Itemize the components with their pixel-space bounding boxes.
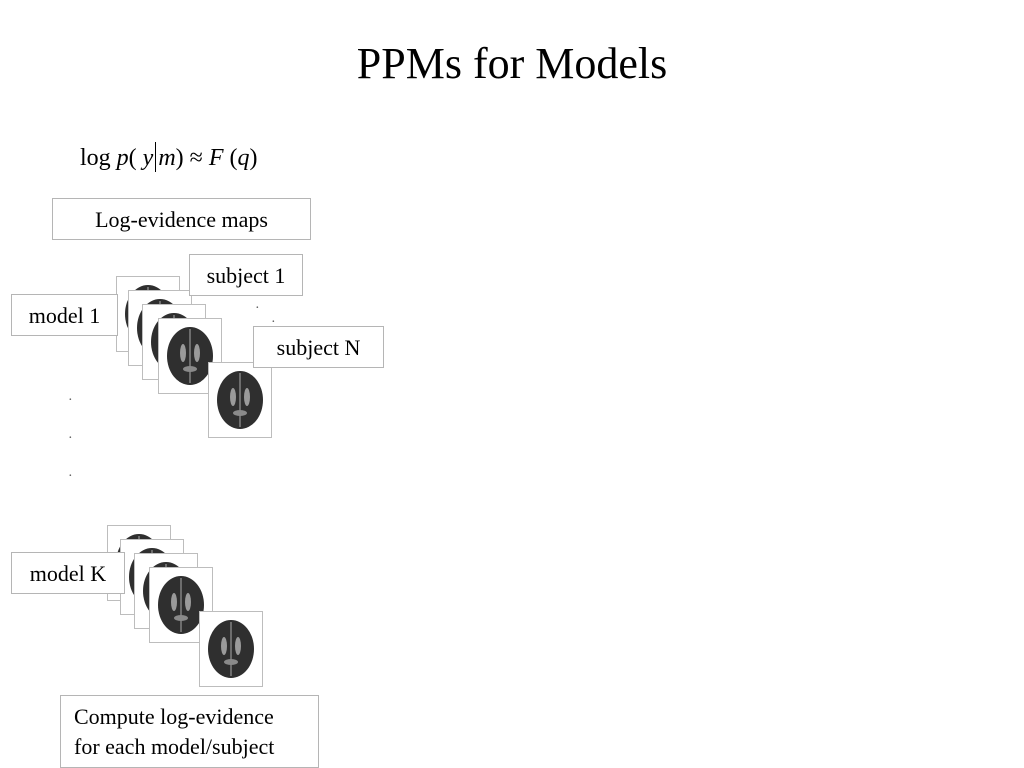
brain-ventricle — [185, 593, 191, 611]
brain-ventricle — [235, 637, 241, 655]
formula-approx: ≈ — [189, 145, 203, 171]
brain-ventricle — [171, 593, 177, 611]
brain-midline — [189, 329, 191, 383]
vertical-ellipsis-dot: · — [68, 431, 73, 446]
brain-midline — [180, 578, 182, 632]
brain-map-icon — [199, 611, 263, 687]
ellipsis-dot: · — [271, 315, 276, 330]
brain-ventricle — [194, 344, 200, 362]
brain-lower-region — [224, 659, 238, 665]
formula-F: F — [208, 145, 224, 171]
brain-map-svg — [158, 576, 204, 634]
brain-map-svg — [208, 620, 254, 678]
brain-map-svg — [217, 371, 263, 429]
formula-open-paren: ( — [128, 145, 137, 171]
ellipsis-dot: · — [255, 301, 260, 316]
brain-ventricle — [221, 637, 227, 655]
formula-q: q — [237, 145, 250, 171]
formula-m: m — [158, 145, 176, 171]
formula-p: p — [116, 145, 129, 171]
compute-caption-line-2: for each model/subject — [74, 734, 275, 759]
brain-map-svg — [167, 327, 213, 385]
formula-close-paren: ) — [175, 145, 184, 171]
brain-midline — [230, 622, 232, 676]
formula-q-open-paren: ( — [229, 145, 238, 171]
brain-ventricle — [180, 344, 186, 362]
compute-caption: Compute log-evidence for each model/subj… — [60, 695, 319, 768]
brain-ventricle — [244, 388, 250, 406]
brain-map-icon — [208, 362, 272, 438]
slide-title: PPMs for Models — [356, 39, 668, 88]
compute-caption-line-1: Compute log-evidence — [74, 704, 274, 729]
brain-lower-region — [183, 366, 197, 372]
vertical-ellipsis-dot: · — [68, 393, 73, 408]
formula-log: log — [80, 145, 111, 171]
brain-midline — [239, 373, 241, 427]
vertical-ellipsis-dot: · — [68, 469, 73, 484]
brain-lower-region — [233, 410, 247, 416]
formula-y: y — [142, 145, 154, 171]
log-evidence-maps-label: Log-evidence maps — [52, 198, 311, 240]
formula-q-close-paren: ) — [249, 145, 258, 171]
brain-lower-region — [174, 615, 188, 621]
formula-conditional-bar — [155, 142, 157, 172]
model-k-label: model K — [11, 552, 125, 594]
subject-n-label: subject N — [253, 326, 384, 368]
brain-ventricle — [230, 388, 236, 406]
subject-1-label: subject 1 — [189, 254, 303, 296]
model-1-label: model 1 — [11, 294, 118, 336]
